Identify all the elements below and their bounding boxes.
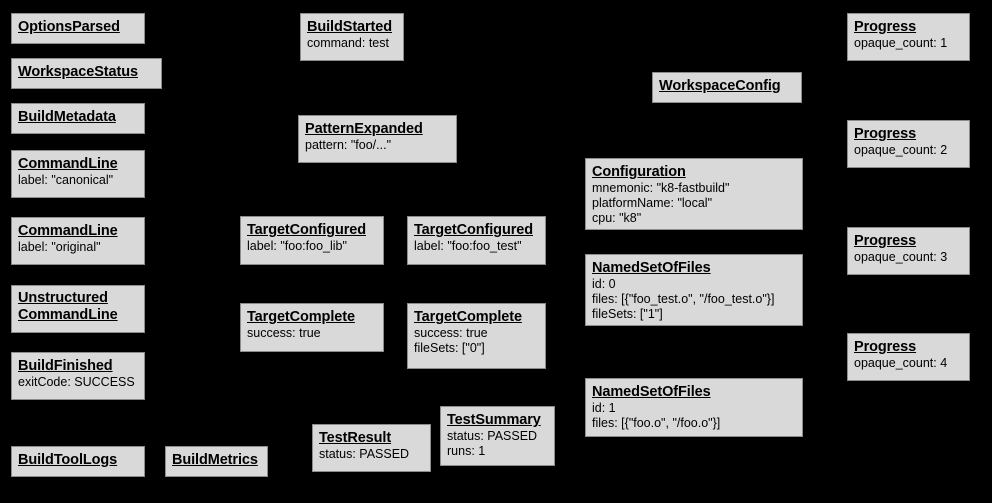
node-title: PatternExpanded [305, 121, 423, 137]
node-fields: label: "foo:foo_test" [414, 239, 522, 253]
node-title: NamedSetOfFiles [592, 260, 711, 276]
node-title: TargetComplete [247, 309, 355, 325]
node-title: CommandLine [18, 156, 118, 172]
node-title: Unstructured CommandLine [18, 290, 118, 323]
node-title: TargetConfigured [247, 222, 366, 238]
node-fields: label: "canonical" [18, 173, 114, 187]
node-title: BuildStarted [307, 19, 393, 35]
node-build-metrics[interactable]: BuildMetrics [165, 446, 268, 477]
node-title: WorkspaceStatus [18, 64, 138, 80]
node-fields: label: "foo:foo_lib" [247, 239, 347, 253]
node-title: TargetConfigured [414, 222, 533, 238]
node-title: BuildFinished [18, 358, 113, 374]
node-fields: mnemonic: "k8-fastbuild" platformName: "… [592, 181, 730, 225]
node-title: NamedSetOfFiles [592, 384, 711, 400]
node-title: BuildToolLogs [18, 452, 118, 468]
node-fields: success: true fileSets: ["0"] [414, 326, 488, 355]
node-fields: id: 1 files: [{"foo.o", "/foo.o"}] [592, 401, 721, 430]
node-title: Progress [854, 126, 917, 142]
node-fields: status: PASSED [319, 447, 410, 461]
node-fields: id: 0 files: [{"foo_test.o", "/foo_test.… [592, 277, 775, 321]
node-fields: exitCode: SUCCESS [18, 375, 135, 389]
node-workspace-config[interactable]: WorkspaceConfig [652, 72, 802, 103]
node-build-metadata[interactable]: BuildMetadata [11, 103, 145, 134]
node-unstructured-command-line[interactable]: Unstructured CommandLine [11, 285, 145, 333]
node-fields: command: test [307, 36, 389, 50]
node-fields: opaque_count: 3 [854, 250, 948, 264]
node-title: Progress [854, 233, 917, 249]
node-title: TestResult [319, 430, 392, 446]
node-title: WorkspaceConfig [659, 78, 781, 94]
node-title: TestSummary [447, 412, 541, 428]
node-fields: success: true [247, 326, 321, 340]
node-title: CommandLine [18, 223, 118, 239]
node-fields: pattern: "foo/..." [305, 138, 392, 152]
node-workspace-status[interactable]: WorkspaceStatus [11, 58, 162, 89]
node-build-tool-logs[interactable]: BuildToolLogs [11, 446, 145, 477]
node-title: Progress [854, 19, 917, 35]
node-fields: label: "original" [18, 240, 101, 254]
node-title: Progress [854, 339, 917, 355]
node-title: TargetComplete [414, 309, 522, 325]
node-title: BuildMetadata [18, 109, 116, 125]
node-title: BuildMetrics [172, 452, 258, 468]
node-title: Configuration [592, 164, 686, 180]
node-title: OptionsParsed [18, 19, 120, 35]
node-fields: opaque_count: 2 [854, 143, 948, 157]
node-fields: opaque_count: 1 [854, 36, 948, 50]
node-fields: opaque_count: 4 [854, 356, 948, 370]
node-options-parsed[interactable]: OptionsParsed [11, 13, 145, 44]
node-fields: status: PASSED runs: 1 [447, 429, 538, 458]
